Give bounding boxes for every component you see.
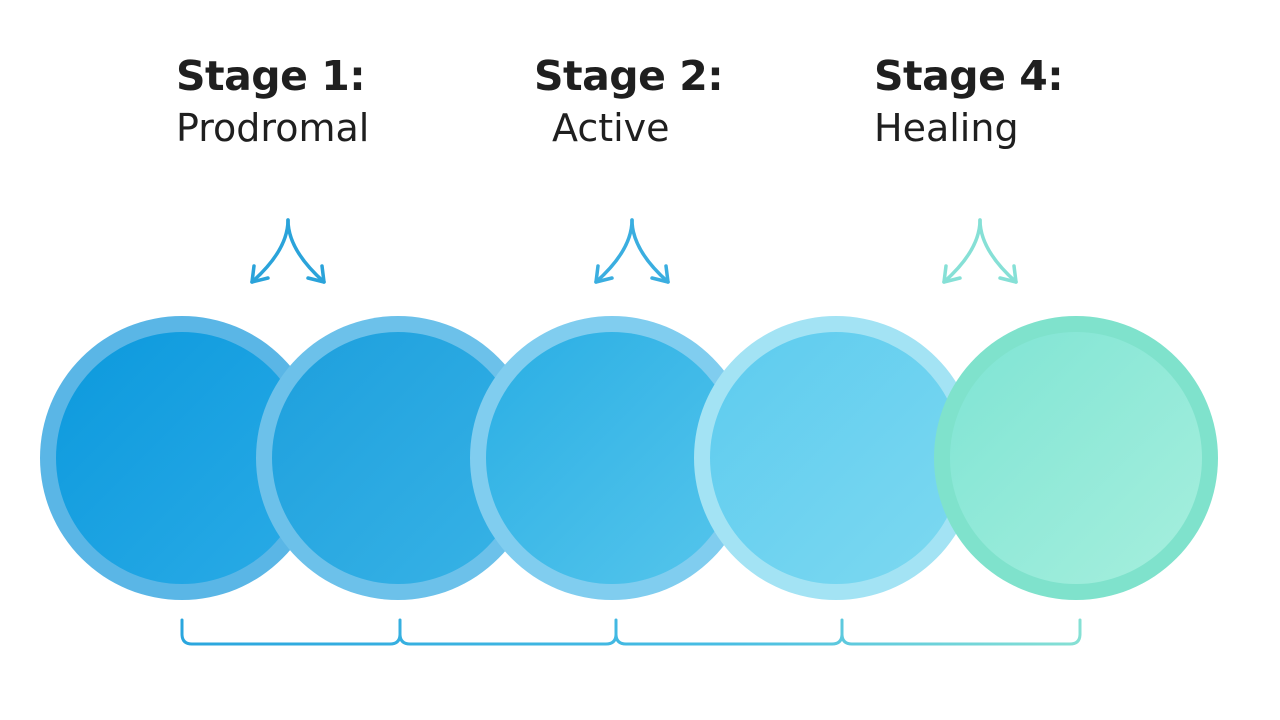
stage-2-name: Active [552,106,670,150]
split-arrow-icon [942,218,1018,284]
stage-4-name: Healing [874,106,1019,150]
stage-1-title: Stage 1: [176,52,366,100]
stage-4-label: Stage 4: Healing [874,52,1064,156]
stage-circle-1 [40,316,324,600]
stage-4-title: Stage 4: [874,52,1064,100]
split-arrow-icon [250,218,326,284]
split-arrow-icon [594,218,670,284]
stage-circle-4 [694,316,978,600]
stage-circle-5 [934,316,1218,600]
stage-circle-2 [256,316,540,600]
stage-2-label: Stage 2: Active [534,52,724,156]
stage-1-label: Stage 1: Prodromal [176,52,369,156]
timeline-bracket [180,618,1082,646]
stage-2-title: Stage 2: [534,52,724,100]
stage-1-name: Prodromal [176,106,370,150]
stage-circle-3 [470,316,754,600]
